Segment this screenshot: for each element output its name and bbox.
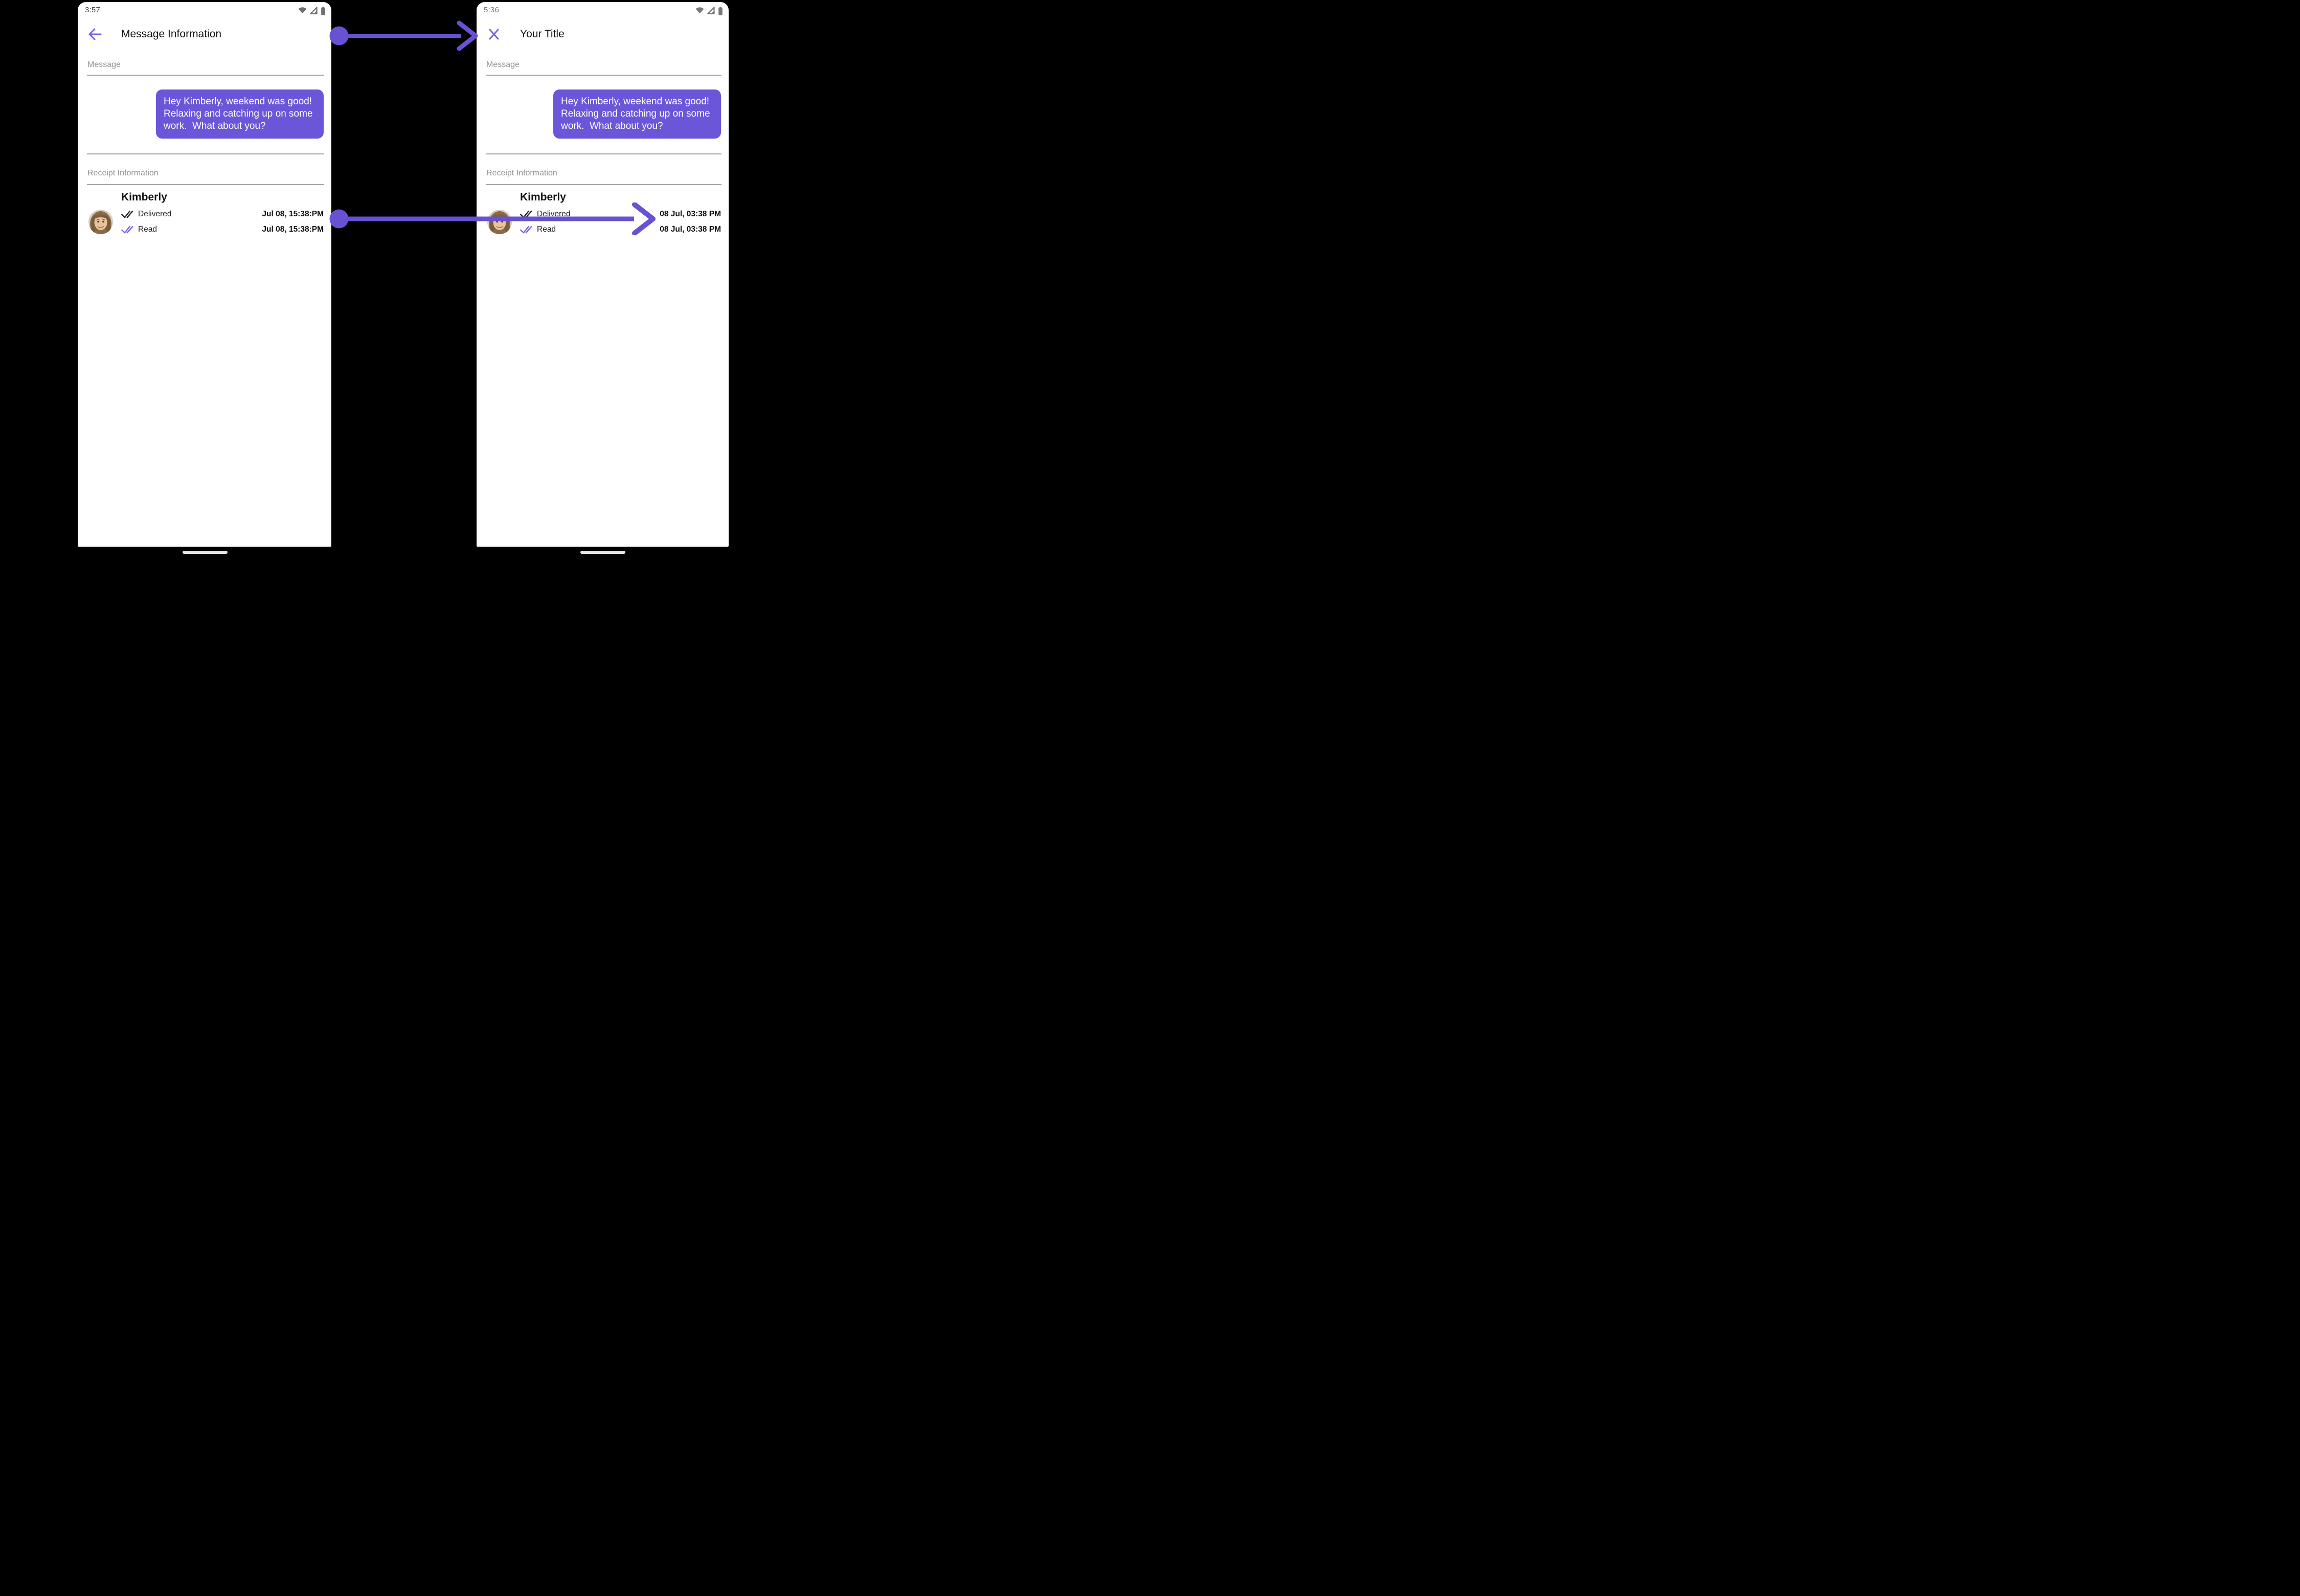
- section-label-receipt: Receipt Information: [87, 169, 159, 177]
- back-button[interactable]: [86, 26, 104, 44]
- double-check-icon: [121, 210, 133, 218]
- cell-signal-icon: [310, 7, 318, 14]
- wifi-icon: [695, 7, 704, 14]
- receipt-status-label: Delivered: [537, 210, 571, 218]
- receipt-timestamp: 08 Jul, 03:38 PM: [660, 210, 721, 218]
- receipt-timestamp: 08 Jul, 03:38 PM: [660, 225, 721, 234]
- battery-icon: [321, 7, 326, 15]
- page-title: Message Information: [121, 28, 222, 40]
- divider: [87, 184, 324, 185]
- receipt-row-delivered: Delivered 08 Jul, 03:38 PM: [520, 209, 721, 220]
- cell-signal-icon: [707, 7, 715, 14]
- canvas: 3:57 Message Information Message Hey Kim…: [0, 0, 802, 556]
- page-title: Your Title: [520, 28, 565, 40]
- receipt-status-label: Read: [537, 225, 556, 234]
- receipt-row-delivered: Delivered Jul 08, 15:38:PM: [121, 209, 324, 220]
- divider: [87, 153, 324, 154]
- receipt-timestamp: Jul 08, 15:38:PM: [262, 225, 324, 234]
- section-label-message: Message: [486, 60, 520, 69]
- avatar: [88, 210, 113, 234]
- header-mapping-arrow: [329, 20, 478, 51]
- status-time: 5:36: [484, 6, 499, 14]
- avatar: [487, 210, 512, 234]
- receipt-row-read: Read 08 Jul, 03:38 PM: [520, 224, 721, 235]
- wifi-icon: [298, 7, 307, 14]
- contact-name: Kimberly: [121, 191, 167, 203]
- message-bubble: Hey Kimberly, weekend was good! Relaxing…: [156, 89, 324, 139]
- receipt-row-read: Read Jul 08, 15:38:PM: [121, 224, 324, 235]
- phone-screen-customized: 5:36 Your Title Message Hey Kimberly, we…: [477, 2, 729, 547]
- phone-screen-original: 3:57 Message Information Message Hey Kim…: [78, 2, 331, 547]
- contact-name: Kimberly: [520, 191, 566, 203]
- double-check-icon: [121, 226, 133, 234]
- home-indicator[interactable]: [580, 551, 625, 554]
- divider: [87, 75, 324, 76]
- section-label-receipt: Receipt Information: [486, 169, 557, 177]
- battery-icon: [718, 7, 723, 15]
- receipt-status-label: Read: [138, 225, 157, 234]
- home-indicator[interactable]: [183, 551, 228, 554]
- status-time: 3:57: [85, 6, 100, 14]
- divider: [486, 153, 721, 154]
- receipt-status-label: Delivered: [138, 210, 172, 218]
- status-icons: [695, 7, 723, 15]
- receipt-timestamp: Jul 08, 15:38:PM: [262, 210, 324, 218]
- divider: [486, 184, 721, 185]
- message-bubble: Hey Kimberly, weekend was good! Relaxing…: [553, 89, 721, 139]
- divider: [486, 75, 721, 76]
- section-label-message: Message: [87, 60, 121, 69]
- status-icons: [298, 7, 326, 15]
- double-check-icon: [520, 226, 532, 234]
- close-button[interactable]: [485, 26, 503, 44]
- close-icon: [488, 28, 500, 42]
- double-check-icon: [520, 210, 532, 218]
- back-arrow-icon: [88, 28, 102, 42]
